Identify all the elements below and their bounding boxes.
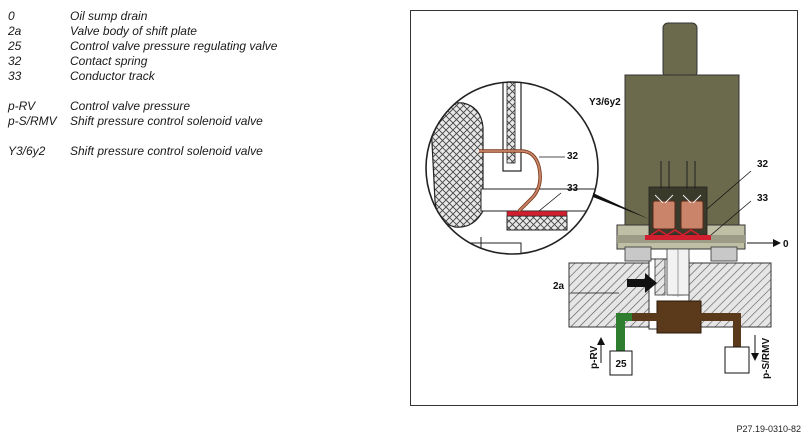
shift-pressure-outlet: p-S/RMV	[724, 335, 772, 379]
legend-key: p-RV	[8, 99, 36, 113]
legend-desc: Valve body of shift plate	[70, 24, 197, 38]
legend-key: 2a	[8, 24, 22, 38]
detail-label-33: 33	[567, 183, 579, 194]
flow-arrow-icon	[627, 273, 657, 293]
pressure-regulating-valve: 25 p-RV	[589, 337, 633, 376]
legend-key: 32	[8, 54, 22, 68]
solenoid-valve-diagram: 25 p-RV p-S/RMV Y3/6y2 32 33 0 2a 32 33	[425, 22, 789, 379]
legend-desc: Shift pressure control solenoid valve	[70, 114, 263, 128]
legend-desc: Conductor track	[70, 69, 155, 83]
legend-desc: Contact spring	[70, 54, 148, 68]
detail-label-32: 32	[567, 151, 579, 162]
figure-reference: P27.19-0310-82	[736, 424, 801, 434]
label-p-s-rmv: p-S/RMV	[761, 338, 772, 379]
legend-desc: Oil sump drain	[70, 9, 148, 23]
solenoid-housing	[616, 22, 746, 297]
oil-channel	[616, 300, 741, 353]
diagram-frame: 25 p-RV p-S/RMV Y3/6y2 32 33 0 2a 32 33	[410, 10, 798, 406]
label-p-rv: p-RV	[589, 346, 600, 369]
leader-lines	[538, 156, 781, 294]
legend-key: Y3/6y2	[8, 144, 46, 158]
legend-key: p-S/RMV	[8, 114, 57, 128]
label-2a: 2a	[553, 281, 565, 292]
legend-desc: Control valve pressure regulating valve	[70, 39, 278, 53]
legend-key: 0	[8, 9, 15, 23]
label-32: 32	[757, 159, 769, 170]
legend-desc: Control valve pressure	[70, 99, 191, 113]
detail-magnifier	[425, 81, 599, 255]
label-25: 25	[615, 359, 627, 370]
label-component: Y3/6y2	[589, 97, 621, 108]
label-0: 0	[783, 239, 789, 250]
label-33: 33	[757, 193, 769, 204]
legend-key: 25	[8, 39, 22, 53]
legend-key: 33	[8, 69, 22, 83]
legend-desc: Shift pressure control solenoid valve	[70, 144, 263, 158]
